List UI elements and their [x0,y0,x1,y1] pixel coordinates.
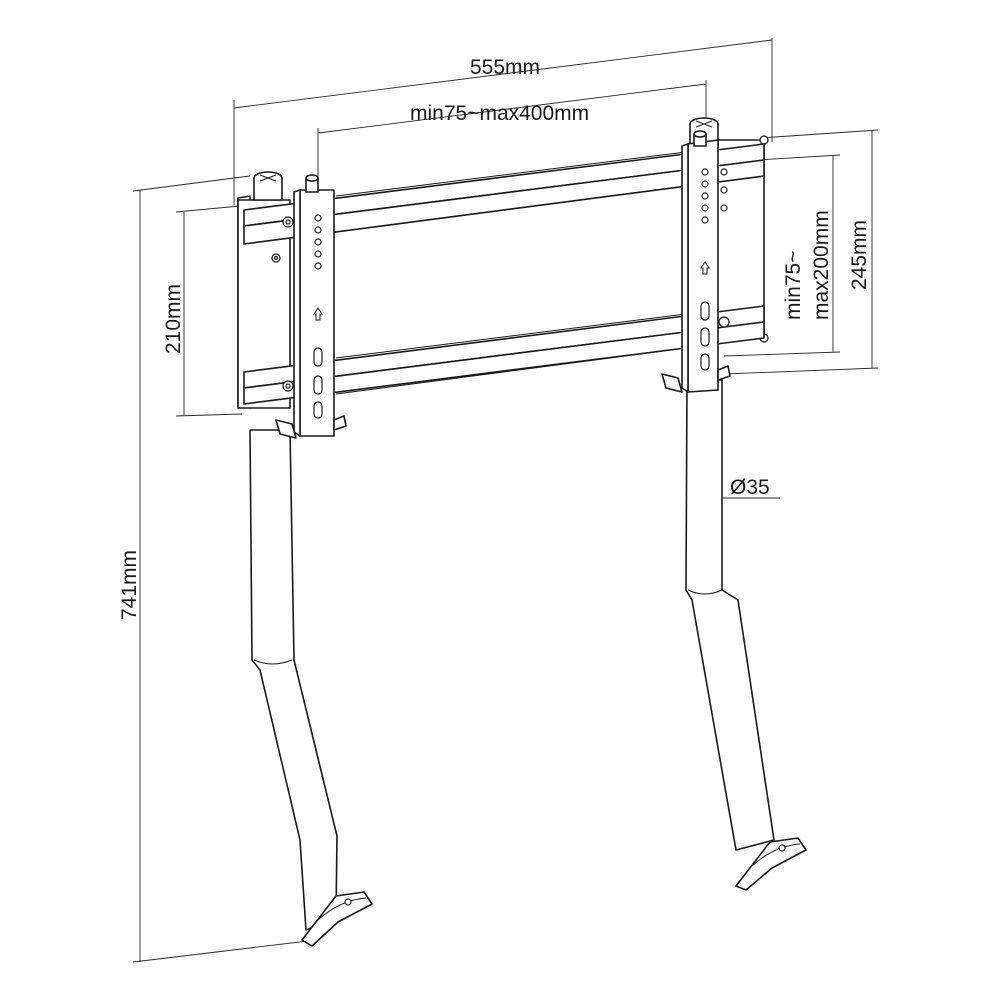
dimension-labels: 555mm min75~max400mm 741mm 210mm min75~ … [118,56,871,620]
bottom-rail [243,305,765,405]
right-vesa-arm [661,130,731,393]
dimension-lines [132,38,879,963]
dim-vesa-vertical-line2: max200mm [810,210,833,320]
right-leg-tube [685,379,807,891]
dim-total-height: 741mm [118,550,141,620]
left-leg-tube [249,429,373,947]
dim-rail-spacing: 210mm [162,284,185,354]
dim-tube-diameter: Ø35 [730,476,770,499]
dim-vesa-vertical-line1: min75~ [782,251,805,320]
dim-vesa-horizontal: min75~max400mm [410,102,589,125]
dim-bracket-height: 245mm [848,220,871,290]
dim-overall-width: 555mm [470,56,540,79]
top-rail [243,143,765,245]
left-vesa-arm [275,174,347,439]
